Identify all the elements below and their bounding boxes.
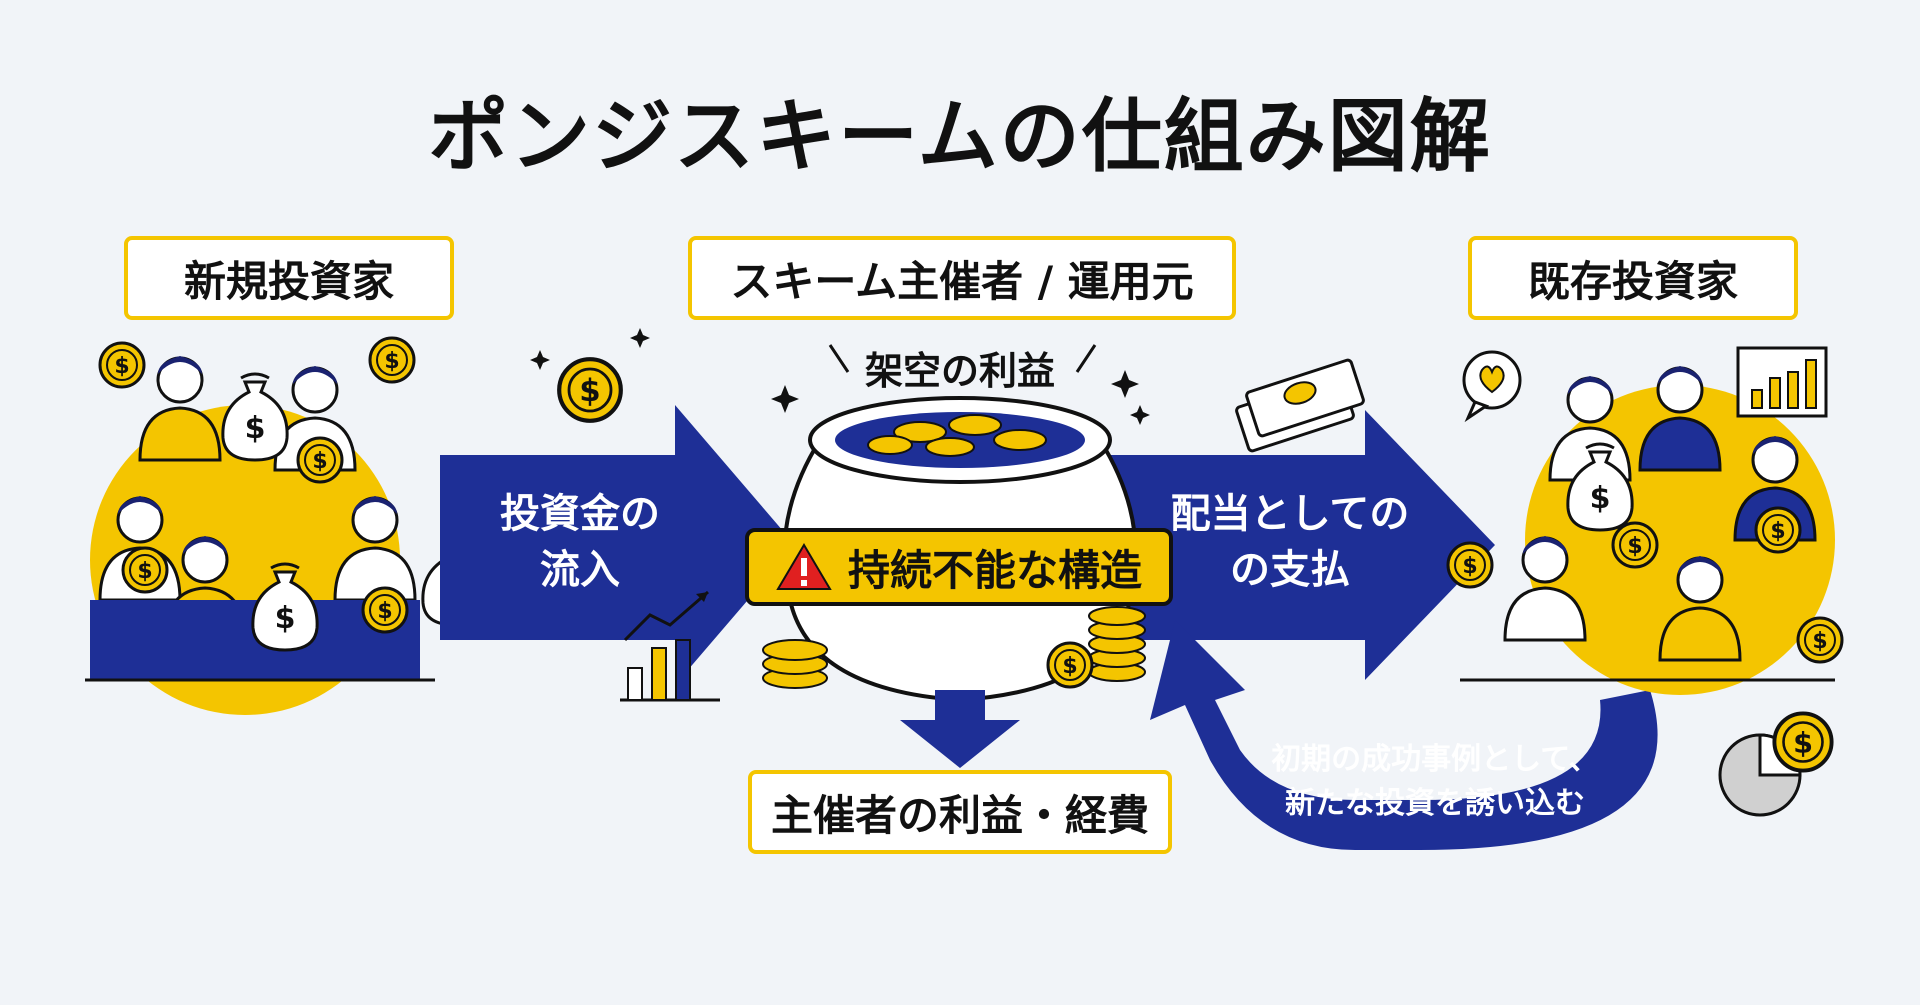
emphasis-line bbox=[1075, 344, 1097, 373]
page-title: ポンジスキームの仕組み図解 bbox=[428, 90, 1492, 183]
bar-chart-icon bbox=[620, 590, 720, 702]
existing-investors-illustration bbox=[1446, 364, 1844, 695]
coin-stack bbox=[762, 606, 1146, 689]
inflow-line-2: 流入 bbox=[540, 547, 620, 593]
down-arrow bbox=[900, 690, 1020, 768]
existing-investors-label: 既存投資家 bbox=[1468, 236, 1798, 320]
lure-text: 初期の成功事例として、 新たな投資を誘い込む bbox=[1235, 738, 1635, 826]
new-investors-label: 新規投資家 bbox=[124, 236, 454, 320]
inflow-arrow bbox=[440, 405, 795, 685]
return-curve-arrow bbox=[1150, 620, 1658, 850]
fake-profit-label: 架空の利益 bbox=[864, 349, 1055, 393]
emphasis-line bbox=[828, 344, 850, 373]
new-investors-illustration bbox=[85, 336, 489, 715]
lure-line-2: 新たな投資を誘い込む bbox=[1285, 786, 1585, 821]
inflow-text: 投資金の 流入 bbox=[480, 486, 680, 598]
bar-chart-icon bbox=[1736, 346, 1828, 418]
heart-bubble-icon bbox=[1462, 350, 1522, 423]
operator-profit-label: 主催者の利益・経費 bbox=[748, 770, 1172, 854]
payout-line-2: の支払 bbox=[1230, 547, 1350, 593]
payout-line-1: 配当としての bbox=[1170, 491, 1410, 537]
dollar-coin-icon bbox=[1772, 711, 1834, 773]
banknotes-icon bbox=[1235, 358, 1365, 453]
sparkle-icon bbox=[530, 328, 1150, 425]
inflow-line-1: 投資金の bbox=[500, 491, 660, 537]
dollar-coin-icon bbox=[559, 359, 621, 421]
warning-text: 持続不能な構造 bbox=[847, 545, 1142, 595]
operator-label: スキーム主催者 / 運用元 bbox=[688, 236, 1236, 320]
payout-text: 配当としての の支払 bbox=[1160, 486, 1420, 598]
warning-badge: 持続不能な構造 bbox=[745, 528, 1173, 606]
warning-icon bbox=[776, 543, 832, 590]
lure-line-1: 初期の成功事例として、 bbox=[1271, 742, 1599, 777]
payout-arrow bbox=[1108, 410, 1495, 680]
